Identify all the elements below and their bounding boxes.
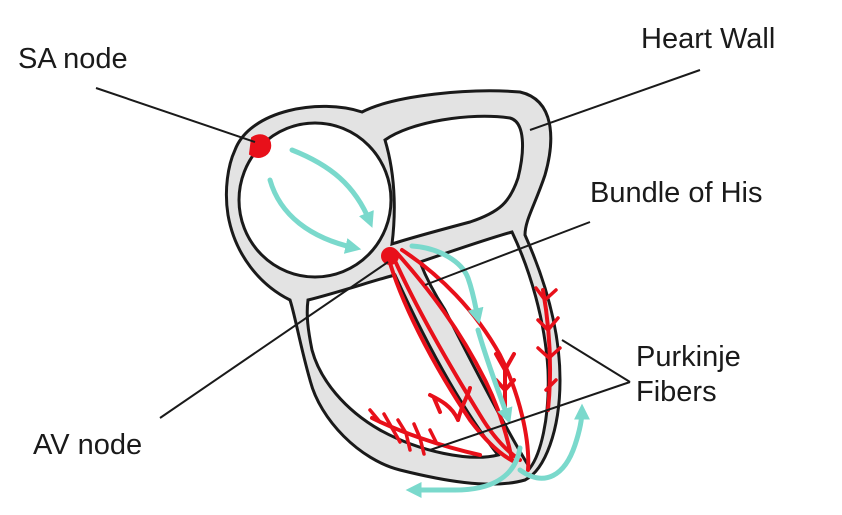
- purkinje-label-line1: Purkinje: [636, 341, 741, 373]
- arrow-atrium-lower: [267, 177, 362, 254]
- leader-av-node: [159, 261, 389, 419]
- bundle-branch-left-inner: [390, 252, 522, 462]
- arrow-septum-down: [409, 243, 484, 325]
- arrow-atrium-upper: [289, 147, 374, 228]
- right-atrium-chamber: [383, 114, 524, 247]
- bundle-branch-right-outer: [400, 248, 531, 472]
- sa-node-label: SA node: [18, 43, 128, 75]
- sa-node-marker: [248, 134, 272, 158]
- leader-purkinje-lower: [429, 381, 631, 451]
- av-node-marker: [381, 247, 399, 265]
- purkinje-tuft-right: [494, 352, 516, 410]
- purkinje-branch: [390, 426, 426, 456]
- purkinje-fibers-label: Purkinje Fibers: [636, 340, 741, 410]
- arrow-septum-down-long: [475, 327, 513, 425]
- arrow-apex-right-up: [517, 403, 590, 481]
- purkinje-branch: [368, 408, 438, 444]
- leader-bundle-of-his: [424, 221, 591, 286]
- purkinje-tuft-left: [428, 386, 472, 422]
- conduction-system: [368, 248, 562, 472]
- heart-wall: [224, 89, 562, 486]
- leader-purkinje-upper: [561, 339, 631, 383]
- av-node-label: AV node: [33, 429, 143, 461]
- signal-arrows: [267, 147, 590, 499]
- purkinje-label-line2: Fibers: [636, 375, 717, 408]
- bundle-of-his-label: Bundle of His: [590, 177, 763, 209]
- heart-wall-label: Heart Wall: [641, 23, 776, 55]
- purkinje-branch: [534, 286, 562, 392]
- arrow-apex-left: [405, 445, 523, 499]
- leader-lines: [95, 69, 701, 451]
- leader-sa-node: [95, 87, 256, 143]
- bundle-branch-left: [386, 254, 517, 464]
- bundle-branch-right: [394, 250, 514, 462]
- leader-heart-wall: [529, 69, 701, 131]
- purkinje-fiber-right-wall: [541, 288, 553, 412]
